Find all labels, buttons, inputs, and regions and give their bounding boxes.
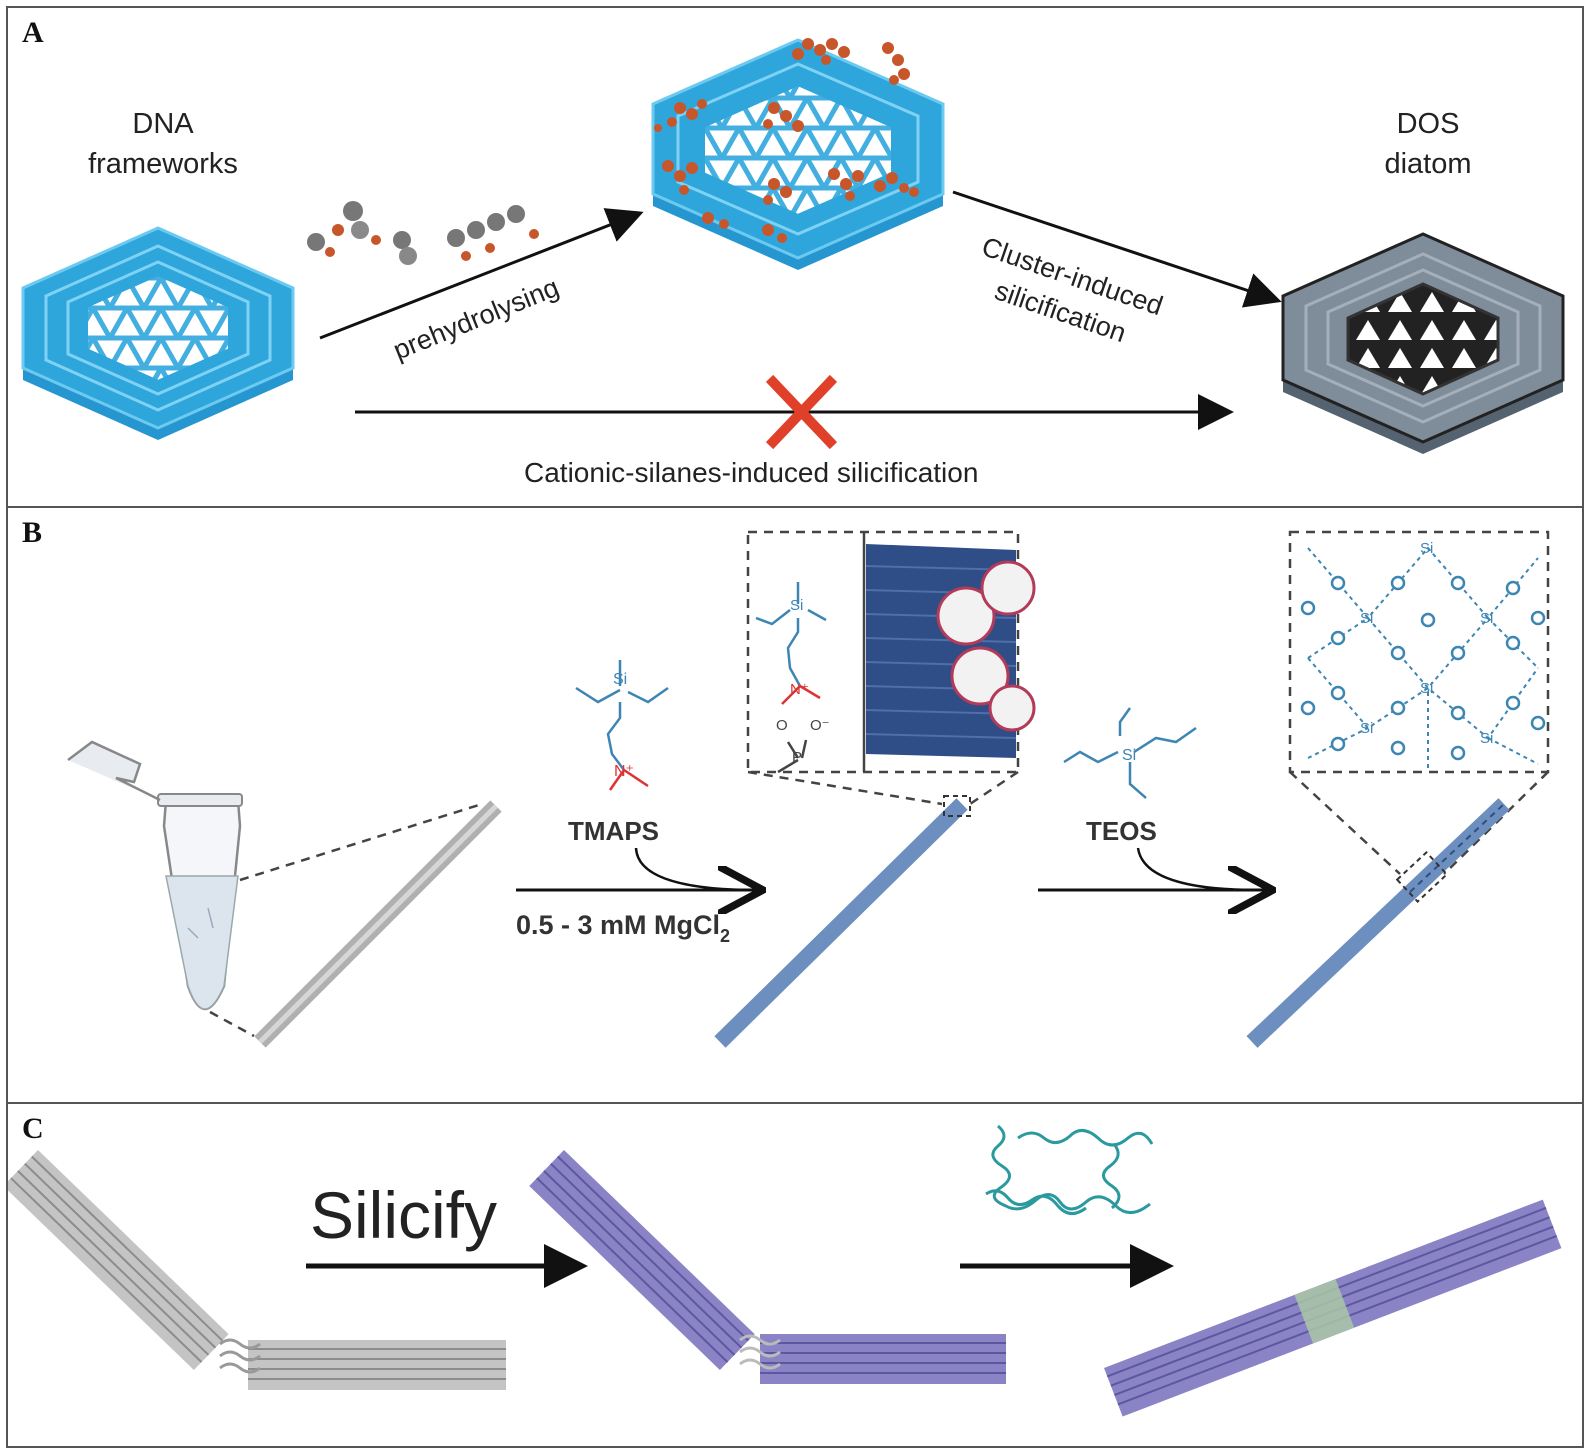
silica-network-inset: Si Si Si Si Si Si — [1288, 530, 1550, 774]
inset-o-label: O — [776, 717, 788, 734]
rod-zoom-box — [1395, 850, 1449, 904]
inset-p-label: P — [792, 749, 802, 766]
panel-c-scheme: Silicify — [8, 1124, 1562, 1417]
network-si-label: Si — [1360, 720, 1373, 737]
silicify-arrow — [306, 1244, 588, 1288]
gray-hinge-origami — [8, 1150, 506, 1390]
dos-diatom-title: DOS diatom — [1348, 104, 1508, 184]
mgcl-subscript: 2 — [720, 926, 730, 946]
network-si-label: Si — [1360, 610, 1373, 627]
orange-clusters — [654, 38, 919, 243]
zoom-line — [209, 1010, 255, 1038]
dna-title-line-2: frameworks — [88, 148, 238, 180]
teos-curve — [1136, 847, 1259, 892]
cationic-label: Cationic-silanes-induced silicification — [524, 457, 978, 488]
dos-title-line-1: DOS — [1396, 108, 1460, 140]
dna-rod-silicified — [1246, 798, 1510, 1048]
silicify-label: Silicify — [310, 1178, 497, 1252]
zoom-line — [1289, 771, 1401, 875]
rod-zoom-box — [943, 795, 971, 817]
zoom-line — [747, 770, 943, 806]
purple-hinge-origami — [529, 1150, 1006, 1384]
panel-a-label: A — [22, 16, 44, 49]
network-si-label: Si — [1420, 680, 1433, 697]
dna-framework-hexagon — [21, 226, 295, 440]
teos-molecule — [1063, 707, 1197, 799]
zoom-line — [239, 802, 483, 882]
panel-c-label: C — [22, 1112, 44, 1145]
tmaps-si-label: Si — [613, 671, 627, 688]
tmaps-molecule — [575, 660, 669, 791]
inset-o-minus-label: O⁻ — [810, 717, 830, 734]
dna-rod-coated — [714, 798, 968, 1048]
panel-b-scheme: Si N⁺ TMAPS 0.5 - 3 mM MgCl2 — [67, 530, 1550, 1048]
polymer-arrow — [960, 1244, 1174, 1288]
mgcl-label: 0.5 - 3 mM MgCl2 — [516, 910, 730, 946]
zoom-line — [1443, 771, 1549, 875]
zoom-line — [969, 770, 1019, 806]
polymer-coil — [985, 1124, 1154, 1215]
dos-diatom-hexagon — [1281, 232, 1565, 454]
panel-a-scheme: prehydrolysing Cluster-induced silicific… — [21, 38, 1565, 488]
panel-c: C Silicify — [6, 1102, 1584, 1448]
eppendorf-tube — [67, 740, 243, 1010]
dna-rod-gray — [254, 800, 502, 1048]
straight-purple-rod — [1104, 1199, 1562, 1417]
inset-si-label: Si — [790, 597, 803, 614]
network-si-label: Si — [1480, 730, 1493, 747]
tmaps-curve — [634, 847, 749, 892]
panel-a: A DNA frameworks DOS diatom — [6, 6, 1584, 508]
tmaps-label: TMAPS — [568, 816, 659, 846]
prehydrolysing-label: prehydrolysing — [389, 272, 563, 366]
teos-label: TEOS — [1086, 816, 1157, 846]
surface-inset: Si N⁺ O O⁻ P — [746, 530, 1036, 774]
network-si-label: Si — [1480, 610, 1493, 627]
prehydrolysing-arrow — [319, 208, 644, 340]
precursor-molecules — [307, 201, 539, 265]
dos-title-line-2: diatom — [1384, 148, 1472, 180]
dna-title-line-1: DNA — [132, 108, 194, 140]
inset-n-label: N⁺ — [790, 681, 809, 698]
dna-frameworks-title: DNA frameworks — [63, 104, 263, 184]
panel-b-label: B — [22, 516, 43, 549]
cluster-silicification-arrow — [952, 190, 1282, 308]
red-cross-icon — [765, 374, 838, 450]
cluster-coated-hexagon — [651, 38, 945, 270]
tmaps-n-label: N⁺ — [614, 763, 634, 780]
mgcl-text: 0.5 - 3 mM MgCl — [516, 910, 720, 940]
network-si-label: Si — [1420, 540, 1433, 557]
teos-si-label: Si — [1122, 747, 1136, 764]
panel-b: B Si N⁺ TMAPS 0. — [6, 506, 1584, 1104]
